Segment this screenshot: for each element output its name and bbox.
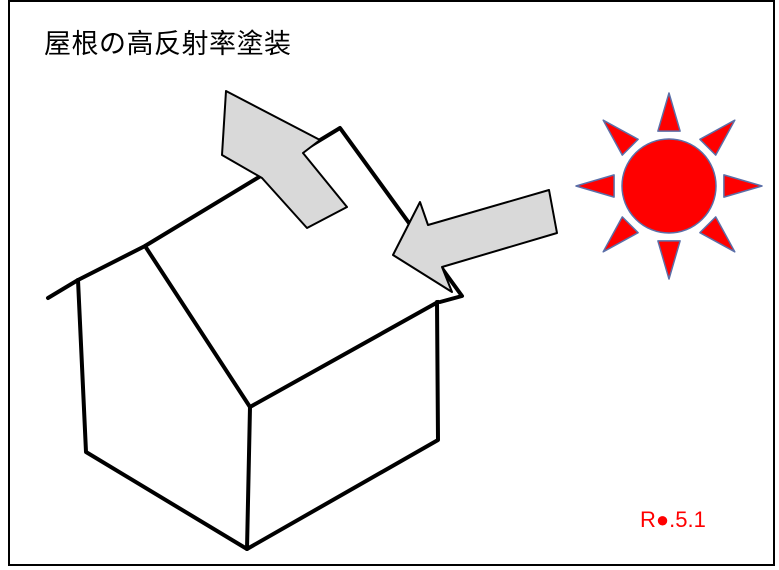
- house-gable-left: [76, 278, 440, 551]
- sun-ray: [657, 240, 681, 280]
- sun-disc: [621, 138, 717, 234]
- diagram-frame: [8, 0, 775, 566]
- sun-ray: [723, 174, 763, 198]
- sun-ray: [602, 216, 639, 253]
- roof-hip-line: [143, 244, 252, 409]
- sun-icon: [575, 92, 763, 280]
- house: [46, 126, 464, 551]
- sun-ray: [657, 92, 681, 132]
- incoming-light-arrow: [392, 189, 558, 293]
- sun-ray: [575, 174, 615, 198]
- house-roof-edge: [46, 126, 464, 304]
- diagram-title: 屋根の高反射率塗装: [44, 29, 292, 60]
- sun-ray: [699, 216, 736, 253]
- reflected-light-arrow: [221, 90, 348, 229]
- house-corner-line: [245, 405, 252, 551]
- roof-front-line: [248, 300, 440, 409]
- sun-ray: [602, 119, 639, 156]
- sun-ray: [699, 119, 736, 156]
- reference-label: R●.5.1: [640, 507, 706, 532]
